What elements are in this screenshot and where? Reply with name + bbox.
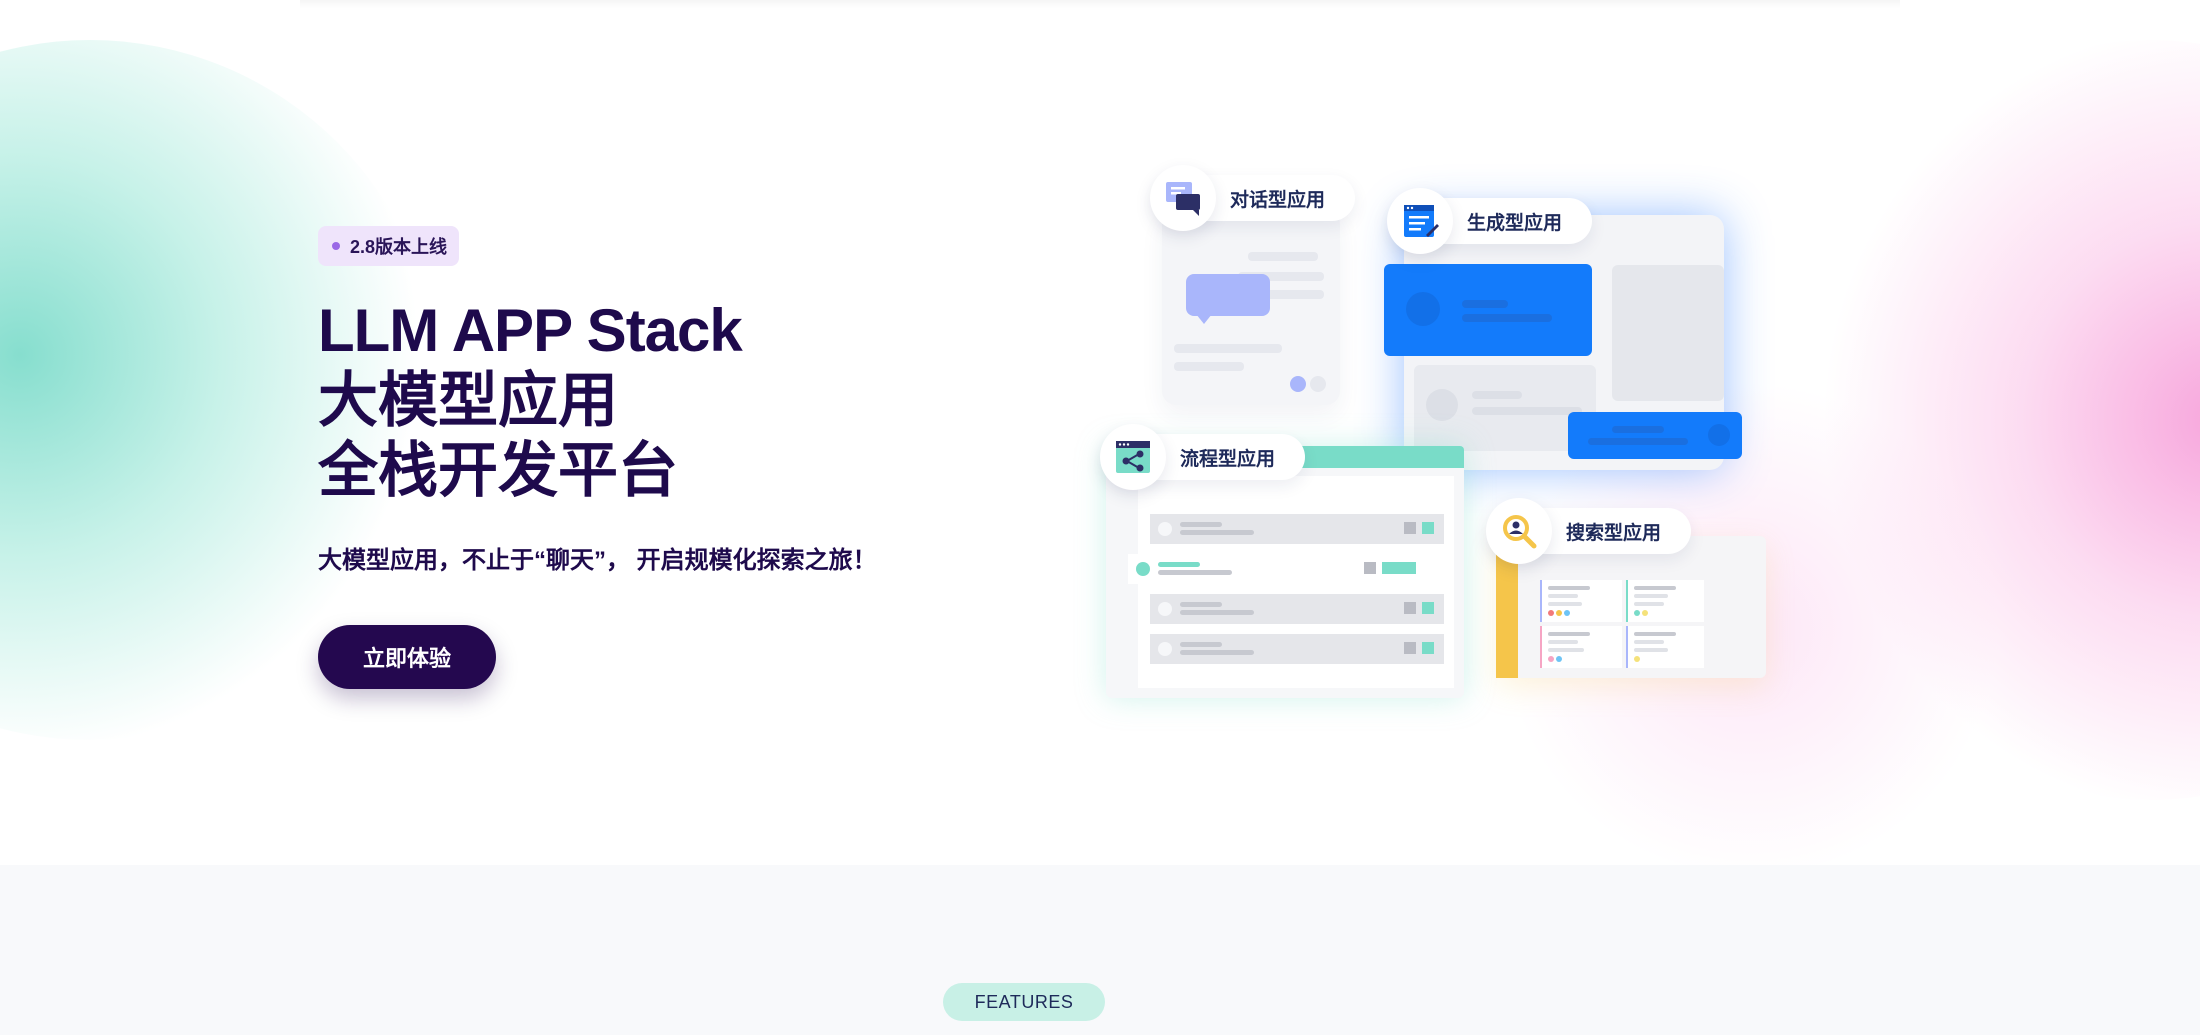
chat-bubble-icon (1186, 274, 1270, 316)
generate-app-label-text: 生成型应用 (1467, 212, 1563, 234)
search-result-card (1540, 626, 1622, 668)
search-line (1548, 640, 1578, 644)
badge-dot-icon (332, 242, 340, 250)
flow-square (1364, 562, 1376, 574)
generate-content-panel (1414, 365, 1596, 451)
search-app-label-text: 搜索型应用 (1566, 522, 1662, 544)
search-result-card (1626, 580, 1704, 622)
flow-row (1150, 514, 1444, 544)
flow-app-label: 流程型应用 (1100, 424, 1306, 490)
try-now-button[interactable]: 立即体验 (318, 625, 496, 689)
flow-dot (1158, 522, 1172, 536)
flow-app-card (1106, 446, 1464, 698)
hero-section: 2.8版本上线 LLM APP Stack 大模型应用 全栈开发平台 大模型应用… (0, 0, 2200, 865)
search-line (1634, 648, 1668, 652)
flow-dot-active (1136, 562, 1150, 576)
search-result-card (1540, 580, 1622, 622)
flow-line (1158, 562, 1200, 567)
generate-line (1472, 407, 1582, 415)
search-dot (1634, 610, 1640, 616)
flow-line (1180, 642, 1222, 647)
search-line (1548, 594, 1578, 598)
flow-square-teal (1422, 522, 1434, 534)
search-magnifier-icon (1486, 498, 1552, 564)
flow-square-teal (1422, 602, 1434, 614)
chat-line (1238, 272, 1324, 281)
chat-line (1174, 344, 1282, 353)
hero-title-line2: 大模型应用 (318, 367, 618, 434)
chat-line (1258, 290, 1324, 299)
chat-bubble-tail (1196, 314, 1212, 324)
generate-avatar (1426, 389, 1458, 421)
search-dot (1556, 656, 1562, 662)
generate-blue-line (1588, 438, 1688, 445)
search-side-bar (1496, 536, 1518, 678)
flow-line (1158, 570, 1232, 575)
search-line (1634, 632, 1676, 636)
flow-line (1180, 610, 1254, 615)
flow-dot (1158, 602, 1172, 616)
search-dot (1634, 656, 1640, 662)
generate-line (1472, 391, 1522, 399)
flow-button-teal (1382, 562, 1416, 574)
search-dot (1642, 610, 1648, 616)
chat-bubbles-icon (1150, 165, 1216, 231)
search-app-card (1496, 536, 1766, 678)
search-line (1548, 602, 1582, 606)
chat-dot (1310, 376, 1326, 392)
document-edit-icon (1387, 188, 1453, 254)
search-dot (1556, 610, 1562, 616)
flow-line (1180, 522, 1222, 527)
generate-blue-panel (1384, 264, 1592, 356)
flow-row (1150, 594, 1444, 624)
workflow-share-icon (1100, 424, 1166, 490)
flow-line (1180, 650, 1254, 655)
flow-square (1404, 522, 1416, 534)
search-dot (1548, 610, 1554, 616)
search-line (1634, 594, 1668, 598)
hero-title: LLM APP Stack 大模型应用 全栈开发平台 (318, 296, 743, 506)
chat-app-card (1162, 210, 1340, 405)
flow-app-label-text: 流程型应用 (1180, 448, 1276, 470)
flow-row-active (1128, 554, 1444, 584)
chat-line (1248, 252, 1318, 261)
flow-square-teal (1422, 642, 1434, 654)
chat-app-label: 对话型应用 (1150, 165, 1356, 231)
hero-title-line3: 全栈开发平台 (318, 437, 678, 504)
chat-dot (1290, 376, 1306, 392)
generate-blue-line (1612, 426, 1664, 433)
chat-app-label-text: 对话型应用 (1230, 189, 1326, 211)
hero-title-line1: LLM APP Stack (318, 297, 743, 364)
flow-dot (1158, 642, 1172, 656)
search-dot (1564, 610, 1570, 616)
flow-row (1150, 634, 1444, 664)
app-types-illustration: 对话型应用 生成型应用 (1090, 160, 1790, 720)
hero-subtitle: 大模型应用，不止于“聊天”， 开启规模化探索之旅！ (318, 547, 877, 574)
chat-line (1174, 362, 1244, 371)
top-shade (300, 0, 1900, 8)
search-line (1634, 602, 1664, 606)
search-app-label: 搜索型应用 (1486, 498, 1692, 564)
generate-app-label: 生成型应用 (1387, 188, 1593, 254)
generate-blue-avatar (1406, 292, 1440, 326)
flow-square (1404, 642, 1416, 654)
search-line (1548, 648, 1584, 652)
version-badge: 2.8版本上线 (318, 226, 460, 266)
features-tag: FEATURES (943, 983, 1105, 1021)
search-line (1548, 632, 1590, 636)
search-result-card (1626, 626, 1704, 668)
search-line (1548, 586, 1590, 590)
flow-square (1404, 602, 1416, 614)
generate-blue-line (1462, 300, 1508, 308)
generate-blue-dot (1708, 424, 1730, 446)
flow-line (1180, 602, 1222, 607)
generate-blue-line (1462, 314, 1552, 322)
badge-text: 2.8版本上线 (350, 237, 448, 257)
search-dot (1548, 656, 1554, 662)
flow-line (1180, 530, 1254, 535)
search-line (1634, 586, 1676, 590)
generate-blue-button (1568, 412, 1742, 459)
search-line (1634, 640, 1664, 644)
generate-side-panel (1612, 265, 1724, 401)
